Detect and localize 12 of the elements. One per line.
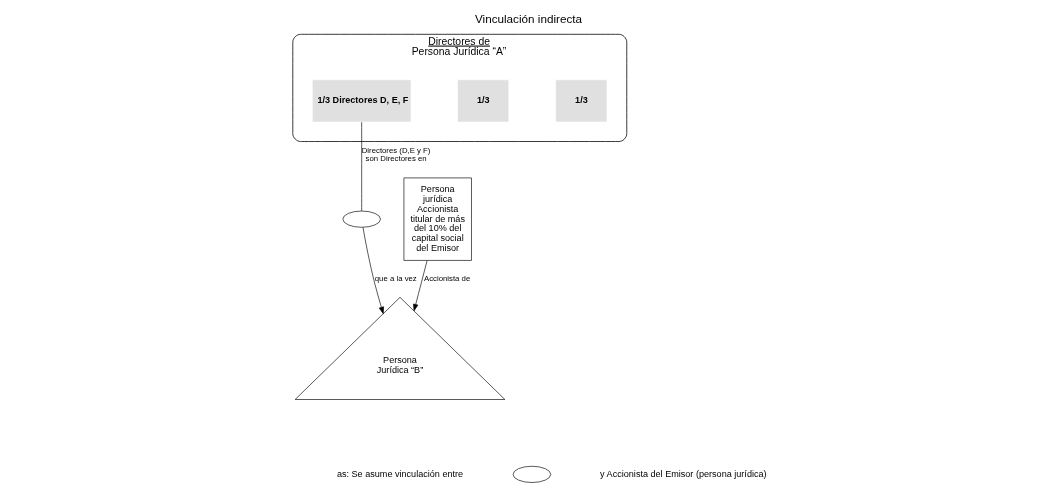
node-box: Persona jurídica Accionista titular de más del 10% del capital social del Emisor — [403, 177, 472, 261]
node-box: 1/3 — [555, 79, 608, 123]
diagram-title: Vinculación indirecta — [475, 11, 582, 25]
arrow — [413, 260, 428, 312]
node-box: 1/3 — [457, 79, 510, 123]
label: y Accionista del Emisor (persona jurídica) — [600, 468, 767, 479]
node-ellipse — [512, 465, 552, 483]
label: as: Se asume vinculación entre — [336, 468, 464, 479]
node-ellipse — [342, 210, 381, 228]
arrow — [362, 226, 384, 314]
node-box: 1/3 Directores D, E, F — [311, 79, 412, 123]
connector — [361, 121, 362, 212]
